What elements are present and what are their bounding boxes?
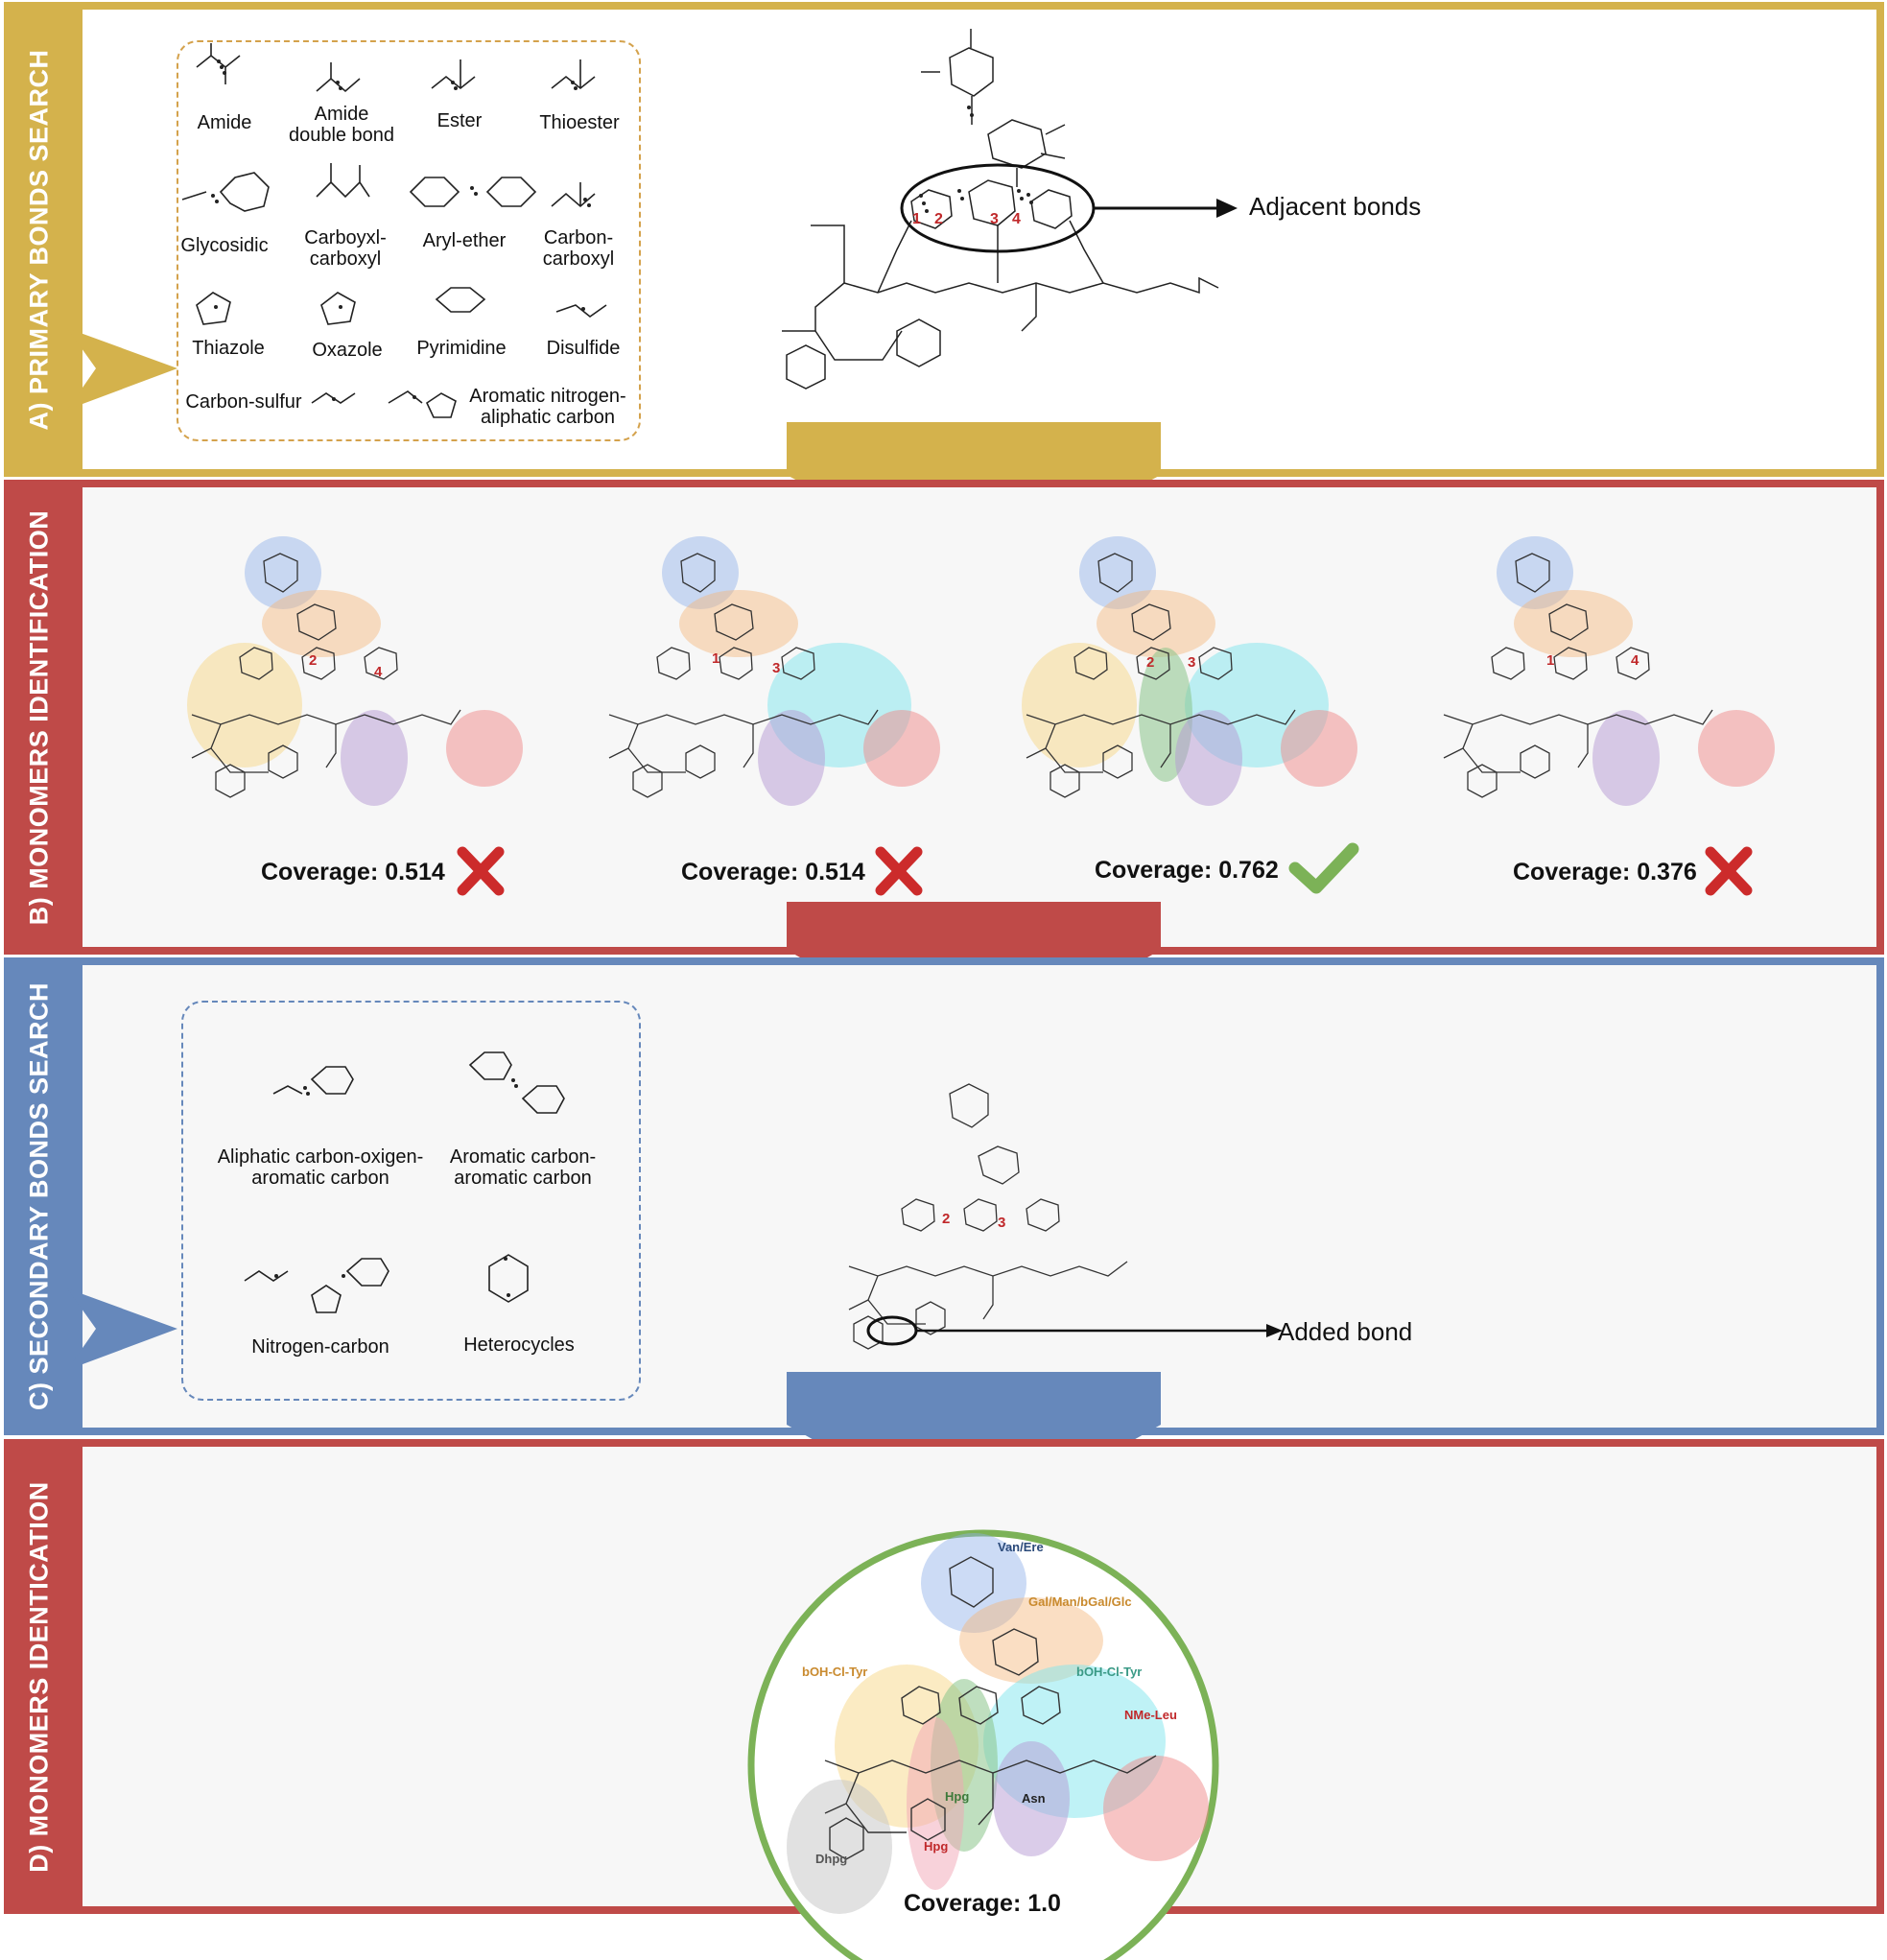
panel-c-content xyxy=(75,957,1884,1435)
panel-c-number-2: 2 xyxy=(942,1211,951,1227)
bond-label-carbon-sulfur: Carbon-sulfur xyxy=(185,391,302,413)
reject-mark-1 xyxy=(457,846,505,896)
primary-bond-types-box xyxy=(177,40,641,441)
candidate-2-coverage: Coverage: 0.514 xyxy=(681,859,865,886)
bond-label-disulfide: Disulfide xyxy=(546,338,621,359)
candidate-1-coverage: Coverage: 0.514 xyxy=(261,859,445,886)
monomer-label-van-ere: Van/Ere xyxy=(998,1540,1044,1554)
panel-secondary-bonds-search: C) SECONDARY BONDS SEARCH xyxy=(4,957,1884,1435)
monomer-label-asn: Asn xyxy=(1022,1791,1046,1806)
bond-number-3: 3 xyxy=(990,211,999,227)
adjacent-bonds-callout: Adjacent bonds xyxy=(1249,192,1422,221)
candidate-3-coverage: Coverage: 0.762 xyxy=(1095,857,1279,884)
reject-mark-2 xyxy=(875,846,923,896)
bond-label-glycosidic: Glycosidic xyxy=(180,235,269,256)
bond-label-aryl-ether: Aryl-ether xyxy=(422,230,507,251)
bond-label-aromatic-nitrogen: Aromatic nitrogen- aliphatic carbon xyxy=(469,386,625,428)
bond-label-ester: Ester xyxy=(436,110,483,131)
secondary-label-aromatic-text: Aromatic carbon- aromatic carbon xyxy=(449,1146,597,1189)
candidate-2-number-b: 3 xyxy=(772,660,781,676)
monomer-label-hpg-center: Hpg xyxy=(945,1789,970,1804)
secondary-label-aliphatic: Aliphatic carbon-oxigen- aromatic carbon xyxy=(218,1146,424,1189)
candidate-3-number-a: 2 xyxy=(1146,654,1155,671)
bond-label-amide-double-text: Amide double bond xyxy=(288,104,395,146)
added-bond-callout: Added bond xyxy=(1278,1317,1413,1346)
panel-b-side-bar: B) MONOMERS IDENTIFICATION xyxy=(4,480,75,955)
monomer-label-hpg-lower: Hpg xyxy=(924,1839,949,1854)
candidate-4-number-a: 1 xyxy=(1546,652,1555,669)
bond-number-1: 1 xyxy=(912,211,921,227)
candidate-4-number-b: 4 xyxy=(1631,652,1639,669)
candidate-4-coverage: Coverage: 0.376 xyxy=(1513,859,1697,886)
bond-label-thiazole: Thiazole xyxy=(192,338,265,359)
monomer-label-boh-cl-tyr-left: bOH-Cl-Tyr xyxy=(802,1665,868,1679)
panel-a-content xyxy=(75,2,1884,477)
primary-bond-glyphs xyxy=(181,43,607,418)
bond-label-thioester: Thioester xyxy=(539,112,620,133)
final-coverage: Coverage: 1.0 xyxy=(904,1890,1061,1917)
secondary-label-aliphatic-text: Aliphatic carbon-oxigen- aromatic carbon xyxy=(217,1146,424,1189)
bond-number-2: 2 xyxy=(934,211,943,227)
panel-c-side-arrow-icon xyxy=(67,1288,177,1370)
monomer-label-sugar: Gal/Man/bGal/Glc xyxy=(1028,1594,1132,1609)
candidate-3-number-b: 3 xyxy=(1188,654,1196,671)
panel-c-number-3: 3 xyxy=(998,1215,1006,1231)
secondary-label-heterocycles: Heterocycles xyxy=(463,1334,575,1356)
panel-d-side-bar: D) MONOMERS IDENTICATION xyxy=(4,1439,75,1914)
panel-primary-bonds-search: A) PRIMARY BONDS SEARCH xyxy=(4,2,1884,477)
monomer-label-boh-cl-tyr-right: bOH-Cl-Tyr xyxy=(1076,1665,1143,1679)
bond-label-carboxyl-carboxyl: Carboyxl- carboxyl xyxy=(304,227,387,270)
bond-label-amide-double: Amide double bond xyxy=(289,104,394,146)
bond-label-pyrimidine: Pyrimidine xyxy=(416,338,507,359)
panel-a-side-bar: A) PRIMARY BONDS SEARCH xyxy=(4,2,75,477)
secondary-bond-types-box xyxy=(181,1001,641,1401)
accept-mark-3 xyxy=(1288,842,1359,894)
monomer-label-nme-leu: NMe-Leu xyxy=(1124,1708,1177,1722)
bond-label-carboxyl-carboxyl-text: Carboyxl- carboxyl xyxy=(304,227,387,270)
bond-label-carbon-carboxyl: Carbon- carboxyl xyxy=(543,227,614,270)
candidate-1-number-a: 2 xyxy=(309,652,318,669)
candidate-2-number-a: 1 xyxy=(712,650,720,667)
panel-c-side-bar: C) SECONDARY BONDS SEARCH xyxy=(4,957,75,1435)
bond-number-4: 4 xyxy=(1012,211,1021,227)
bond-label-oxazole: Oxazole xyxy=(312,340,383,361)
monomer-label-dhpg: Dhpg xyxy=(815,1852,848,1866)
bond-label-aromatic-nitrogen-text: Aromatic nitrogen- aliphatic carbon xyxy=(469,386,626,428)
secondary-label-aromatic: Aromatic carbon- aromatic carbon xyxy=(450,1146,596,1189)
panel-a-side-arrow-icon xyxy=(67,328,177,410)
reject-mark-4 xyxy=(1705,846,1753,896)
candidate-1-number-b: 4 xyxy=(374,664,383,680)
bond-label-amide: Amide xyxy=(197,112,252,133)
secondary-label-nitrogen-carbon: Nitrogen-carbon xyxy=(251,1336,389,1358)
bond-label-carbon-carboxyl-text: Carbon- carboxyl xyxy=(542,227,615,270)
